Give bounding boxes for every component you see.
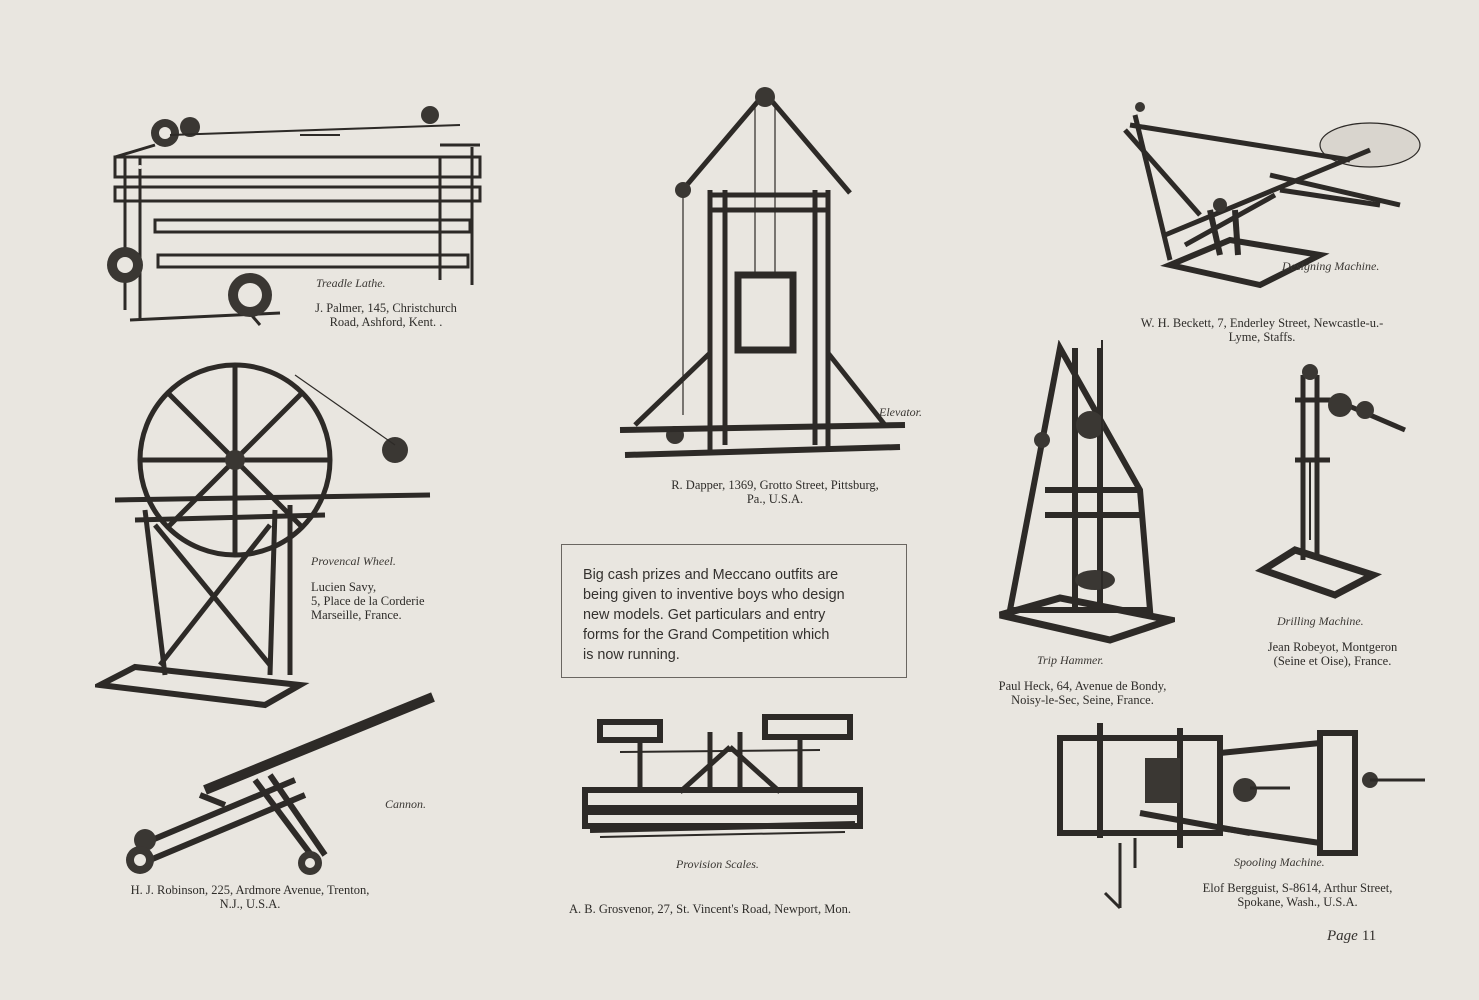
spooling-machine-title: Spooling Machine. (1234, 855, 1325, 869)
trip-hammer-illustration (990, 340, 1175, 645)
trip-hammer-title: Trip Hammer. (1037, 653, 1104, 667)
page-number-value: 11 (1361, 928, 1377, 944)
spooling-machine-illustration (1050, 718, 1430, 913)
elevator-illustration (615, 85, 915, 470)
elevator-title: Elevator. (879, 405, 922, 419)
provencal-wheel-credit: Lucien Savy, 5, Place de la Corderie Mar… (311, 580, 425, 622)
drilling-machine-credit: Jean Robeyot, Montgeron (Seine et Oise),… (1267, 640, 1398, 668)
designing-machine-title: Designing Machine. (1282, 259, 1380, 273)
treadle-lathe-credit: J. Palmer, 145, Christchurch Road, Ashfo… (315, 301, 457, 329)
provision-scales-title: Provision Scales. (676, 857, 759, 871)
elevator-credit: R. Dapper, 1369, Grotto Street, Pittsbur… (671, 478, 879, 506)
drilling-machine-illustration (1255, 360, 1415, 600)
treadle-lathe-illustration (100, 95, 490, 345)
trip-hammer-credit: Paul Heck, 64, Avenue de Bondy, Noisy-le… (998, 679, 1167, 707)
provision-scales-illustration (580, 712, 865, 862)
cannon-illustration (115, 685, 445, 880)
competition-notice: Big cash prizes and Meccano outfits are … (561, 544, 907, 678)
designing-machine-credit: W. H. Beckett, 7, Enderley Street, Newca… (1140, 316, 1384, 344)
spooling-machine-credit: Elof Bergguist, S-8614, Arthur Street, S… (1202, 881, 1393, 909)
provision-scales-credit: A. B. Grosvenor, 27, St. Vincent's Road,… (568, 902, 851, 916)
cannon-credit: H. J. Robinson, 225, Ardmore Avenue, Tre… (130, 883, 370, 911)
cannon-title: Cannon. (385, 797, 427, 811)
designing-machine-illustration (1110, 95, 1425, 295)
provencal-wheel-title: Provencal Wheel. (311, 554, 396, 568)
provencal-wheel-illustration (95, 345, 440, 715)
drilling-machine-title: Drilling Machine. (1277, 614, 1364, 628)
page-label: Page (1327, 928, 1358, 944)
treadle-lathe-title: Treadle Lathe. (316, 276, 386, 290)
